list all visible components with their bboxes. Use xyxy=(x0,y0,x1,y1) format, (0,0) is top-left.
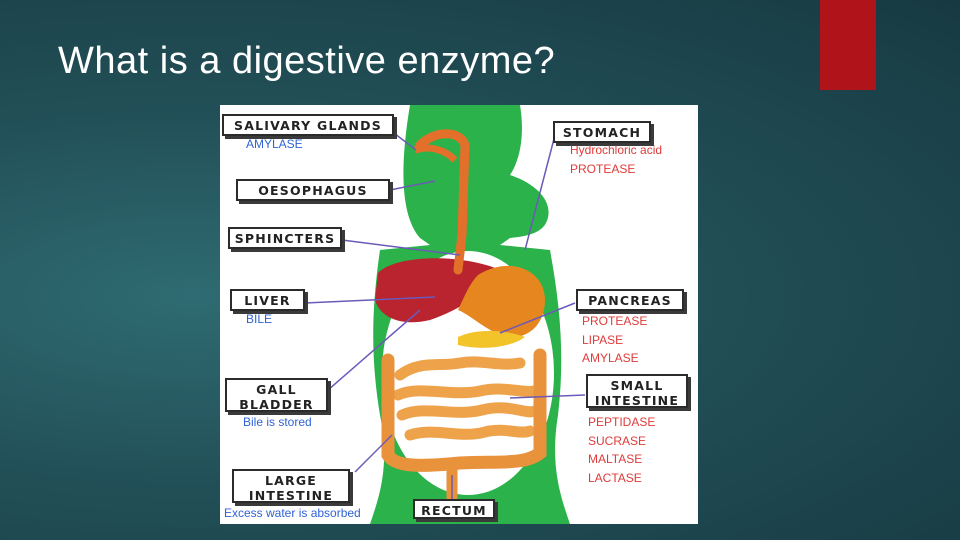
small-intestine-note-1: PEPTIDASE xyxy=(588,415,656,429)
small-intestine-label-line1: SMALL xyxy=(610,378,664,393)
small-intestine-note-4: LACTASE xyxy=(588,470,642,485)
salivary-glands-label: SALIVARY GLANDS xyxy=(222,114,394,136)
stomach-label: STOMACH xyxy=(553,121,651,143)
sphincters-label: SPHINCTERS xyxy=(228,227,342,249)
gall-bladder-note: Bile is stored xyxy=(243,415,312,429)
slide-title: What is a digestive enzyme? xyxy=(58,40,556,82)
small-intestine-label: SMALL INTESTINE xyxy=(586,374,688,408)
small-intestine-note-3: MALTASE xyxy=(588,452,643,466)
salivary-enzyme-note: AMYLASE xyxy=(246,137,303,151)
pancreas-note-2: LIPASE xyxy=(582,332,624,347)
stomach-note-1: Hydrochloric acid xyxy=(570,143,663,157)
gall-bladder-label: GALL BLADDER xyxy=(225,378,328,412)
stomach-notes: Hydrochloric acid PROTEASE xyxy=(570,141,662,178)
digestive-illustration xyxy=(304,105,586,524)
pancreas-label: PANCREAS xyxy=(576,289,684,311)
oesophagus-label: OESOPHAGUS xyxy=(236,179,390,201)
small-intestine-note-2: SUCRASE xyxy=(588,433,647,448)
large-intestine-note: Excess water is absorbed xyxy=(224,506,361,520)
pancreas-note-1: PROTEASE xyxy=(582,314,648,328)
large-intestine-label: LARGE INTESTINE xyxy=(232,469,350,503)
large-intestine-label-line1: LARGE xyxy=(264,473,318,488)
gall-bladder-label-line1: GALL xyxy=(256,382,297,397)
digestive-system-diagram: SALIVARY GLANDS AMYLASE OESOPHAGUS SPHIN… xyxy=(220,105,698,524)
large-intestine-label-line2: INTESTINE xyxy=(248,488,334,503)
liver-note: BILE xyxy=(246,312,273,326)
stomach-note-2: PROTEASE xyxy=(570,161,636,176)
small-intestine-label-line2: INTESTINE xyxy=(594,393,680,408)
accent-bar xyxy=(820,0,876,90)
gall-bladder-label-line2: BLADDER xyxy=(239,397,314,412)
liver-label: LIVER xyxy=(230,289,305,311)
pancreas-notes: PROTEASE LIPASE AMYLASE xyxy=(582,312,647,368)
rectum-label: RECTUM xyxy=(413,499,495,519)
small-intestine-notes: PEPTIDASE SUCRASE MALTASE LACTASE xyxy=(588,413,655,487)
pancreas-note-3: AMYLASE xyxy=(582,351,639,365)
